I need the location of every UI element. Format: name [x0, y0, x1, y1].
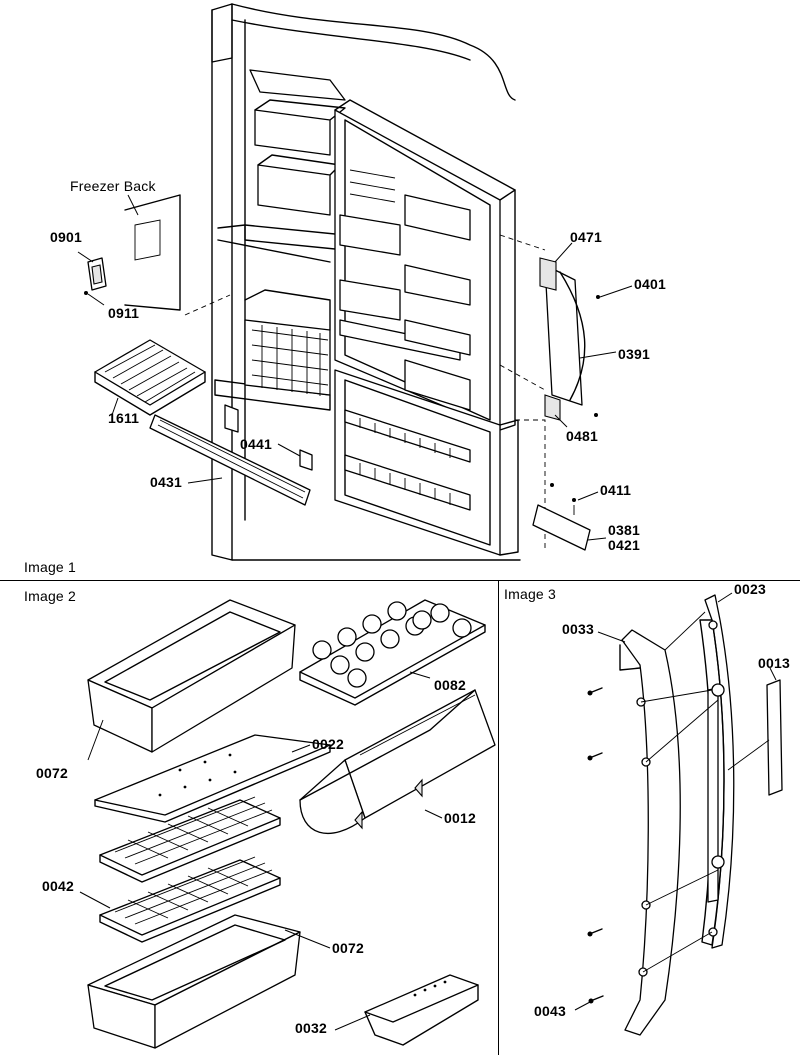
callout-freezer-back: Freezer Back [70, 178, 156, 194]
callout-0901: 0901 [50, 229, 82, 245]
callout-0072-bottom: 0072 [332, 940, 364, 956]
callout-0042: 0042 [42, 878, 74, 894]
ice-tray-upper [99, 796, 281, 883]
callout-0033: 0033 [562, 621, 594, 637]
callout-0441: 0441 [240, 436, 272, 452]
bin-0072-bottom [87, 914, 331, 1049]
ice-tray-0042 [79, 856, 281, 943]
callout-0391: 0391 [618, 346, 650, 362]
callout-1611: 1611 [108, 410, 140, 426]
panel-label-image3: Image 3 [504, 586, 556, 602]
divider-horizontal [0, 580, 800, 581]
divider-vertical [498, 580, 499, 1055]
panel-label-image2: Image 2 [24, 588, 76, 604]
tray-0032 [334, 974, 479, 1046]
callout-0481: 0481 [566, 428, 598, 444]
callout-0012: 0012 [444, 810, 476, 826]
callout-0082: 0082 [434, 677, 466, 693]
callout-0411: 0411 [600, 482, 632, 498]
callout-0421: 0421 [608, 537, 640, 553]
callout-0043: 0043 [534, 1003, 566, 1019]
callout-0401: 0401 [634, 276, 666, 292]
freezer-back-assembly [77, 194, 181, 311]
callout-0911: 0911 [108, 305, 140, 321]
kickplate-0431 [149, 404, 313, 506]
callout-0032: 0032 [295, 1020, 327, 1036]
callout-0381: 0381 [608, 522, 640, 538]
callout-0072-top: 0072 [36, 765, 68, 781]
egg-tray-0082 [299, 599, 486, 706]
freezer-shelf-1611 [94, 339, 206, 416]
callout-0431: 0431 [150, 474, 182, 490]
tray-0022 [94, 734, 331, 823]
door-bin-0012 [299, 689, 496, 835]
callout-0471: 0471 [570, 229, 602, 245]
hinge-cover-0381 [532, 483, 607, 551]
handle-0023-assembly [574, 592, 783, 1036]
bin-0072-top [87, 599, 296, 761]
callout-0022: 0022 [312, 736, 344, 752]
callout-0023: 0023 [734, 581, 766, 597]
callout-0013: 0013 [758, 655, 790, 671]
panel-label-image1: Image 1 [24, 559, 76, 575]
handle-assembly-0391 [539, 242, 633, 428]
refrigerator-cabinet [184, 3, 546, 561]
